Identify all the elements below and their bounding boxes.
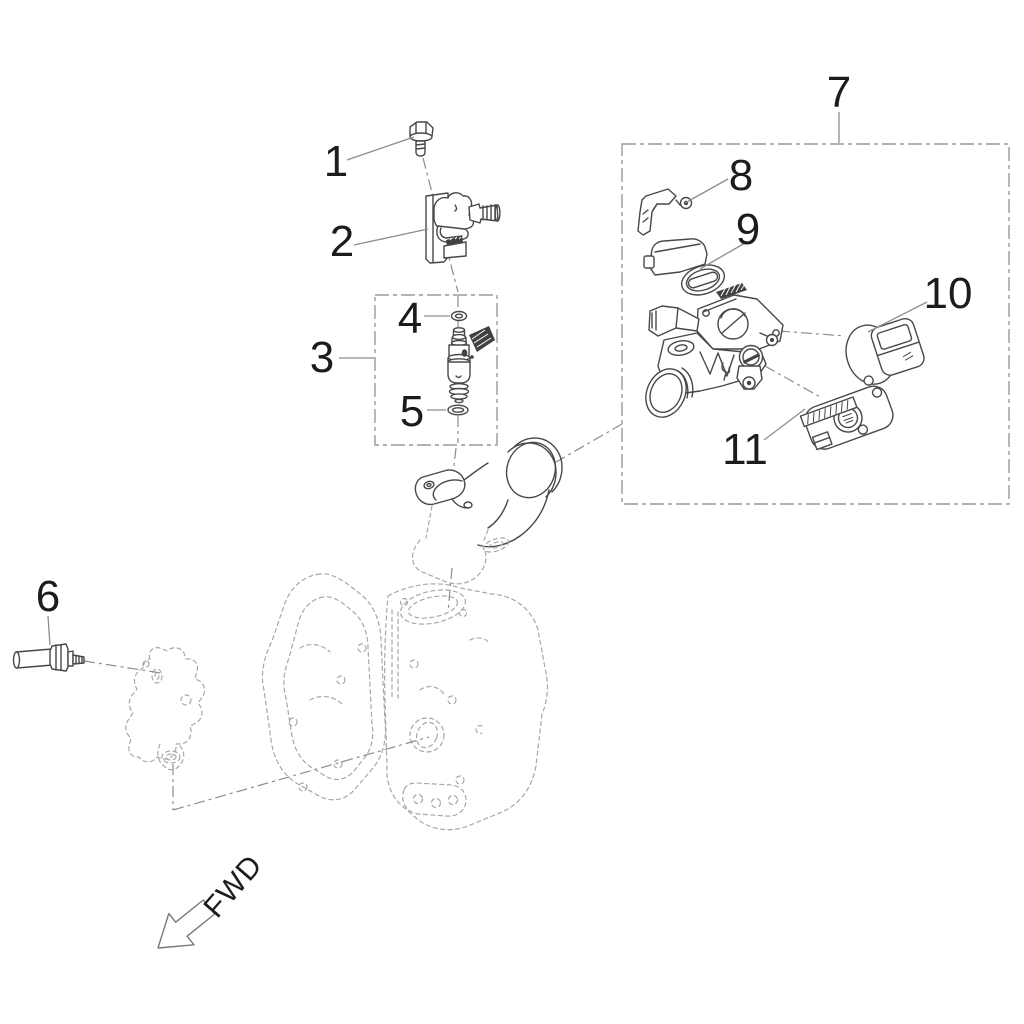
centerline-10 <box>172 736 430 811</box>
callout-number-8: 8 <box>729 151 753 200</box>
callout-number-4: 4 <box>398 294 422 343</box>
centerline-7 <box>555 423 623 463</box>
callout-number-10: 10 <box>924 269 973 318</box>
temp-sensor-drawing <box>12 643 85 672</box>
fuel-joint-drawing <box>425 192 501 264</box>
bolt-drawing <box>409 121 434 157</box>
callout-number-11: 11 <box>722 425 768 474</box>
fwd-arrow: FWD <box>157 849 270 949</box>
injector-group-box <box>374 294 498 446</box>
callout-number-6: 6 <box>36 572 60 621</box>
callout-number-3: 3 <box>310 333 334 382</box>
centerline-11 <box>778 330 846 337</box>
centerline-12 <box>764 365 823 399</box>
idle-sensor-drawing <box>845 317 925 386</box>
intake-manifold-drawing <box>411 437 563 585</box>
leader-line-9 <box>699 242 746 270</box>
leader-line-6 <box>47 615 51 646</box>
tps-drawing <box>799 385 894 451</box>
callout-number-9: 9 <box>736 205 760 254</box>
callout-annotations: 1 2 3 4 5 6 7 8 9 10 11 <box>36 68 973 646</box>
injector-drawing <box>447 326 495 404</box>
callout-number-1: 1 <box>324 137 348 186</box>
oring-top-drawing <box>450 310 468 322</box>
thermostat-housing-drawing <box>125 647 206 771</box>
leader-line-8 <box>684 178 729 204</box>
leader-line-10 <box>867 301 928 333</box>
throttle-assembly-group-box <box>621 143 1010 505</box>
engine-outline-drawing <box>261 573 548 831</box>
centerline-8 <box>83 660 162 674</box>
fwd-label: FWD <box>198 849 270 924</box>
leader-line-2 <box>353 228 429 246</box>
leader-line-1 <box>346 136 415 161</box>
centerline-6 <box>447 567 453 613</box>
oring-bottom-drawing <box>447 404 469 416</box>
leader-line-11 <box>763 408 806 441</box>
connector-drawing <box>643 238 726 296</box>
callout-number-5: 5 <box>400 387 424 436</box>
callout-number-2: 2 <box>330 217 354 266</box>
callout-number-7: 7 <box>827 68 851 117</box>
throttle-body-drawing <box>645 282 784 418</box>
bracket-drawing <box>637 188 693 236</box>
